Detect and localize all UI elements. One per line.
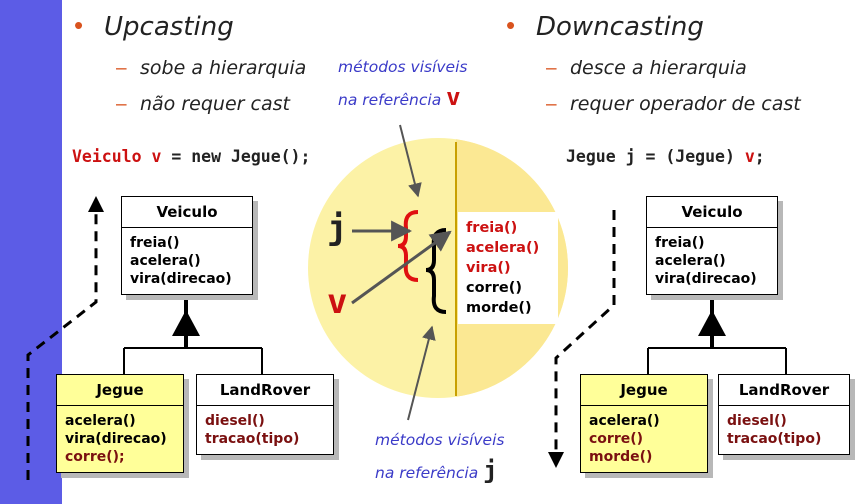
class-veiculo-right: Veiculo freia() acelera() vira(direcao) <box>646 196 778 295</box>
note-visible-methods-v: métodos visíveis na referência v <box>338 58 468 111</box>
dash-icon: – <box>116 94 127 115</box>
method-item: vira() <box>466 260 511 276</box>
method-item: acelera() <box>466 240 540 256</box>
method-item: freia() <box>466 220 518 236</box>
slide-sidebar <box>0 0 62 504</box>
method-item: corre() <box>466 280 522 296</box>
downcast-path <box>554 210 616 455</box>
downcasting-title: Downcasting <box>536 12 704 42</box>
upcasting-item-2: não requer cast <box>140 93 290 115</box>
ref-j: j <box>327 208 348 248</box>
class-jegue-left: Jegue acelera() vira(direcao) corre(); <box>56 374 184 473</box>
note-visible-methods-j: métodos visíveis na referência j <box>375 431 505 484</box>
dash-icon: – <box>546 58 557 79</box>
class-jegue-right: Jegue acelera() corre() morde() <box>580 374 708 473</box>
class-landrover-left: LandRover diesel() tracao(tipo) <box>196 374 334 455</box>
upcasting-item-1: sobe a hierarquia <box>140 57 307 79</box>
upcasting-title: Upcasting <box>104 12 234 42</box>
class-veiculo-left: Veiculo freia() acelera() vira(direcao) <box>121 196 253 295</box>
bullet-icon: • <box>506 10 516 40</box>
upcast-path <box>26 210 98 480</box>
ref-v: v <box>327 282 348 322</box>
method-item: morde() <box>466 300 532 316</box>
dash-icon: – <box>546 94 557 115</box>
dash-icon: – <box>116 58 127 79</box>
visible-methods-list: freia() acelera() vira() corre() morde() <box>458 212 558 324</box>
downcasting-item-1: desce a hierarquia <box>570 57 747 79</box>
downcast-code: Jegue j = (Jegue) v; <box>566 147 765 166</box>
class-landrover-right: LandRover diesel() tracao(tipo) <box>718 374 850 455</box>
bullet-icon: • <box>74 10 84 40</box>
downcasting-item-2: requer operador de cast <box>570 93 801 115</box>
upcast-code: Veiculo v = new Jegue(); <box>72 147 311 166</box>
